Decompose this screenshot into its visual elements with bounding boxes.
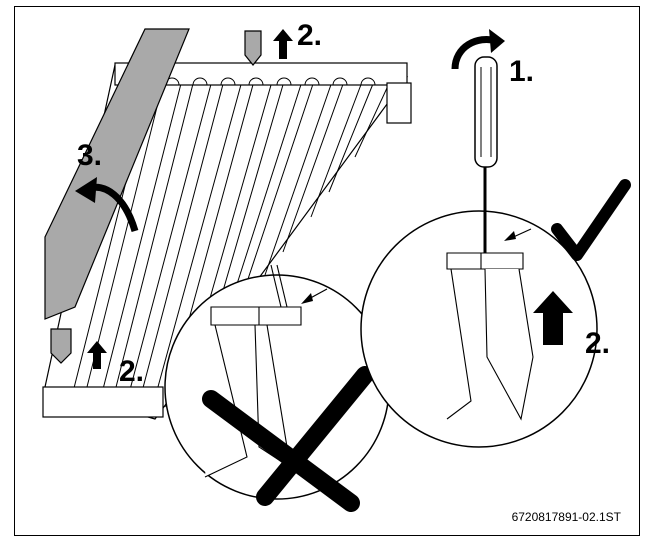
arrow-up-icon <box>533 291 573 345</box>
detail-circle-correct <box>360 210 598 448</box>
arrow-up-icon <box>273 29 293 59</box>
clip-bottom <box>50 328 72 364</box>
screwdriver-icon <box>474 56 498 253</box>
mounting-rail <box>44 28 190 320</box>
step-label-2-bottom: 2. <box>119 355 145 388</box>
step-label-2-right: 2. <box>585 327 611 360</box>
detail-circle-wrong <box>164 264 390 500</box>
step-label-1: 1. <box>509 55 535 88</box>
installation-diagram <box>42 28 631 512</box>
reference-code: 6720817891-02.1ST <box>511 510 621 524</box>
illustration-frame: 2. 1. 3. 2. 2. 6720817891-02.1ST <box>14 6 640 536</box>
step-label-2-top: 2. <box>297 19 323 52</box>
checkmark-icon <box>551 179 631 261</box>
step-label-3: 3. <box>77 139 103 172</box>
cross-icon <box>202 366 374 512</box>
arrow-up-icon <box>87 341 107 369</box>
tube-caps <box>164 77 376 86</box>
clip-top <box>244 30 262 66</box>
